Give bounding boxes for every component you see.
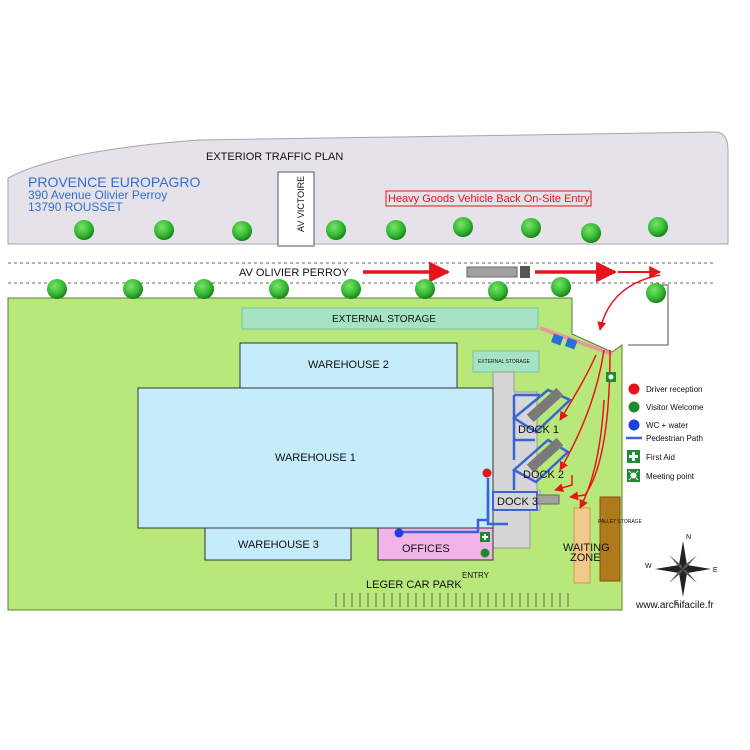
pallet-storage-area — [599, 496, 621, 582]
tree-icon — [326, 220, 346, 240]
company-city: 13790 ROUSSET — [28, 200, 123, 214]
tree-icon — [581, 223, 601, 243]
company-address: 390 Avenue Olivier Perroy — [28, 188, 167, 202]
dock-1-label: DOCK 1 — [518, 424, 559, 436]
wc-water-marker — [394, 528, 404, 538]
tree-icon — [74, 220, 94, 240]
waiting-zone-label-2: ZONE — [570, 552, 601, 564]
tree-icon — [488, 281, 508, 301]
arrow-entry-curve — [597, 274, 661, 331]
tree-icon — [386, 220, 406, 240]
warehouse-3-label: WAREHOUSE 3 — [238, 539, 319, 551]
legend: Driver reception Visitor Welcome WC + wa… — [626, 383, 704, 482]
tree-icon — [232, 221, 252, 241]
road-truck-cab — [520, 266, 530, 278]
tree-icon — [154, 220, 174, 240]
entry-label: ENTRY — [462, 571, 490, 580]
legend-label-3: Pedestrian Path — [646, 434, 703, 443]
compass-s: S — [674, 600, 679, 607]
side-road-victoire — [277, 171, 315, 247]
gate-booth-1 — [550, 333, 564, 346]
compass-e: E — [713, 567, 718, 574]
visitor-welcome-marker — [480, 548, 490, 558]
legend-label-1: Visitor Welcome — [646, 403, 704, 412]
compass-n: N — [686, 534, 691, 541]
compass-rose-icon: N E S W — [645, 534, 718, 607]
tree-icon — [453, 217, 473, 237]
dock-1-bay — [511, 388, 573, 434]
legend-red-dot-icon — [628, 383, 640, 395]
legend-blue-dot-icon — [628, 419, 640, 431]
tree-icon — [646, 283, 666, 303]
waiting-zone-label-1: WAITING — [563, 542, 610, 554]
tree-icon — [123, 279, 143, 299]
arrow-dock-2 — [559, 349, 605, 471]
street-main-label: AV OLIVIER PERROY — [239, 267, 349, 279]
first-aid-marker — [480, 532, 490, 542]
hgv-entry-box — [385, 190, 592, 207]
road-truck — [466, 266, 518, 278]
external-storage-label: EXTERNAL STORAGE — [332, 314, 436, 325]
arrow-exit — [554, 475, 573, 493]
legend-label-2: WC + water — [646, 421, 688, 430]
legend-first-aid-icon — [627, 450, 640, 463]
tree-icon — [521, 218, 541, 238]
arrow-waiting — [579, 399, 605, 509]
truck-dock-3 — [536, 494, 560, 505]
tree-icon — [551, 277, 571, 297]
external-storage-small-label: EXTERNAL STORAGE — [478, 359, 531, 365]
meeting-point-marker — [606, 372, 616, 382]
tree-icon — [648, 217, 668, 237]
dock-2-bay — [511, 438, 571, 484]
tree-icon — [269, 279, 289, 299]
legend-green-dot-icon — [628, 401, 640, 413]
tree-icon — [194, 279, 214, 299]
arrow-dock-1 — [559, 354, 597, 421]
street-side-label: AV VICTOIRE — [296, 176, 306, 232]
road-curb-right — [628, 284, 669, 346]
truck-dock-2 — [526, 437, 564, 473]
warehouse-2-label: WAREHOUSE 2 — [308, 359, 389, 371]
car-park-label: LEGER CAR PARK — [366, 579, 462, 591]
website-label: www.archifacile.fr — [635, 600, 714, 611]
offices-label: OFFICES — [402, 543, 450, 555]
dock-3-label: DOCK 3 — [497, 496, 538, 508]
car-park-stalls — [335, 593, 569, 607]
pallet-storage-label: PALLET STORAGE — [598, 519, 643, 525]
trees-lower — [47, 277, 666, 303]
upper-zone — [7, 131, 729, 245]
trees-upper — [74, 217, 668, 243]
pedestrian-path-docks — [486, 393, 540, 526]
tree-icon — [47, 279, 67, 299]
gate-booth-2 — [564, 337, 578, 350]
plan-title: EXTERIOR TRAFFIC PLAN — [206, 151, 343, 163]
warehouse-1-label: WAREHOUSE 1 — [275, 452, 356, 464]
company-name: PROVENCE EUROPAGRO — [28, 174, 201, 190]
hgv-entry-label: Heavy Goods Vehicle Back On-Site Entry — [388, 193, 590, 205]
tree-icon — [415, 279, 435, 299]
external-storage-area — [241, 307, 539, 330]
legend-label-5: Meeting point — [646, 472, 695, 481]
legend-label-0: Driver reception — [646, 385, 702, 394]
truck-dock-1 — [526, 387, 564, 423]
tree-icon — [341, 279, 361, 299]
warehouse-3 — [204, 527, 352, 561]
driver-reception-marker — [482, 468, 492, 478]
compass-w: W — [645, 563, 652, 570]
legend-label-4: First Aid — [646, 453, 675, 462]
legend-meeting-point-icon — [627, 469, 640, 482]
dock-2-label: DOCK 2 — [523, 469, 564, 481]
